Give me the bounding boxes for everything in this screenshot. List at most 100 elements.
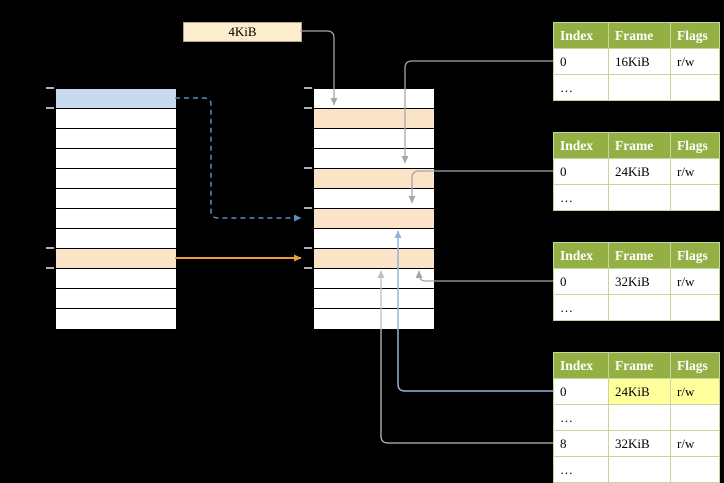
address-tick [304,87,312,89]
physical-frame-row [314,149,434,169]
physical-frame-row [314,249,434,269]
virtual-page-row [56,229,176,249]
address-tick [304,267,312,269]
table-cell: 0 [553,48,609,75]
table-cell: 0 [553,268,609,295]
table-cell [608,456,671,483]
table-cell: … [553,74,609,101]
physical-memory-column [313,88,435,330]
table-cell: r/w [670,158,720,185]
table-cell: 32KiB [608,268,671,295]
physical-frame-row [314,189,434,209]
table-cell: 16KiB [608,48,671,75]
table-cell [608,184,671,211]
table-cell: r/w [670,268,720,295]
physical-frame-row [314,269,434,289]
address-tick [46,87,54,89]
virtual-page-row [56,189,176,209]
column-header: Frame [608,352,671,379]
table-cell [670,74,720,101]
virtual-memory-column [55,88,177,330]
column-header: Flags [670,352,720,379]
table-row: … [553,404,720,431]
address-tick [46,267,54,269]
address-tick [304,167,312,169]
virtual-page-row [56,169,176,189]
virtual-page-row [56,289,176,309]
column-header: Flags [670,242,720,269]
column-header: Flags [670,132,720,159]
table-cell: 8 [553,430,609,457]
column-header: Index [553,22,609,49]
table-cell [608,404,671,431]
virtual-page-row [56,249,176,269]
table-cell [670,294,720,321]
table-cell [608,74,671,101]
physical-frame-row [314,229,434,249]
table-cell: … [553,184,609,211]
column-header: Index [553,352,609,379]
table-cell: r/w [670,48,720,75]
virtual-page-row [56,129,176,149]
table-cell: … [553,456,609,483]
table-cell [670,404,720,431]
page-size-legend: 4KiB [183,22,302,42]
virtual-page-row [56,149,176,169]
address-tick [304,107,312,109]
column-header: Index [553,242,609,269]
table-cell: r/w [670,378,720,405]
virtual-page-row [56,269,176,289]
virtual-page-row [56,89,176,109]
table3-storage-arrow [415,270,553,282]
table-cell: … [553,294,609,321]
table-row: … [553,294,720,321]
physical-frame-row [314,309,434,329]
table-cell: 24KiB [608,378,671,405]
physical-frame-row [314,209,434,229]
virtual-page-row [56,109,176,129]
table-cell [670,456,720,483]
table-row: … [553,456,720,483]
page-size-label: 4KiB [228,24,257,39]
address-tick [304,247,312,249]
table-cell [670,184,720,211]
table-cell: 24KiB [608,158,671,185]
physical-frame-row [314,129,434,149]
physical-frame-row [314,169,434,189]
physical-frame-row [314,289,434,309]
column-header: Frame [608,132,671,159]
column-header: Frame [608,22,671,49]
table-row: … [553,74,720,101]
virtual-page-row [56,209,176,229]
column-header: Flags [670,22,720,49]
table-cell: 0 [553,378,609,405]
column-header: Index [553,132,609,159]
address-tick [46,247,54,249]
table-cell: … [553,404,609,431]
physical-frame-row [314,109,434,129]
table-cell [608,294,671,321]
column-header: Frame [608,242,671,269]
table-cell: 32KiB [608,430,671,457]
blue-page-translation-arrow [175,97,302,222]
table-row: … [553,184,720,211]
virtual-page-row [56,309,176,329]
physical-frame-row [314,89,434,109]
address-tick [46,107,54,109]
table-cell: r/w [670,430,720,457]
address-tick [304,207,312,209]
table-cell: 0 [553,158,609,185]
